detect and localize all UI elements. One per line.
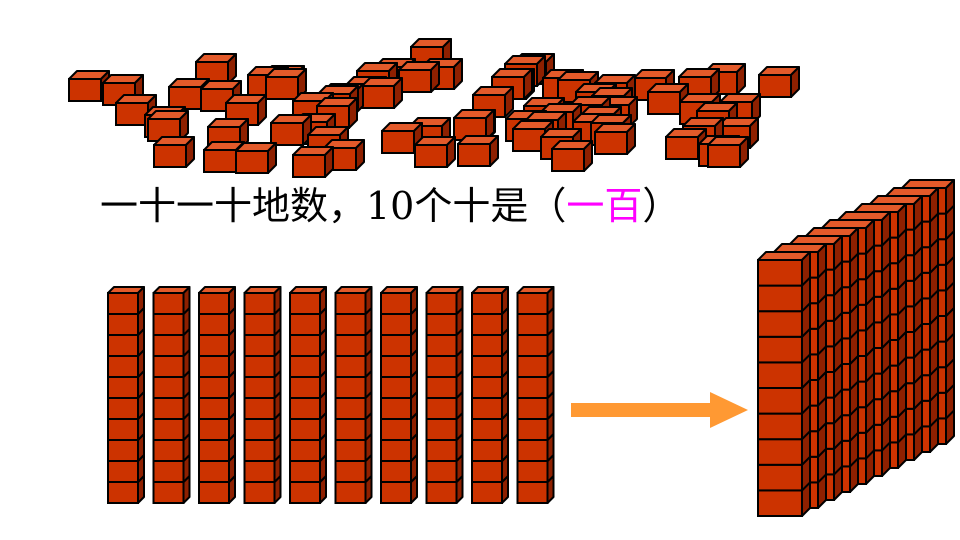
rod-cube	[425, 286, 464, 315]
unit-cube	[153, 136, 195, 168]
unit-cube	[414, 136, 456, 168]
unit-cube	[265, 68, 307, 100]
rod-cube	[380, 286, 418, 315]
ten-rod	[243, 286, 282, 504]
unit-cube	[381, 122, 423, 154]
ten-rod	[107, 286, 145, 504]
ten-rod	[425, 286, 464, 504]
ten-rod	[198, 286, 236, 504]
rod-cube	[516, 286, 555, 315]
rod-cube	[243, 286, 282, 315]
ten-rod	[289, 286, 327, 504]
ten-rod	[152, 286, 191, 504]
unit-cube	[292, 146, 334, 178]
caption-suffix: ）	[642, 184, 681, 228]
unit-cube	[361, 77, 403, 109]
loose-cubes-cluster	[68, 38, 800, 178]
flat-layer	[757, 251, 811, 517]
unit-cube	[225, 94, 267, 126]
unit-cube	[551, 140, 593, 172]
caption-answer: 一百	[566, 184, 643, 228]
unit-cube	[270, 114, 312, 146]
ten-rod	[334, 286, 373, 504]
rod-cube	[334, 286, 373, 315]
unit-cube	[398, 61, 440, 93]
caption-prefix: 一十一十地数，10个十是（	[100, 184, 567, 228]
unit-cube	[457, 135, 499, 167]
unit-cube	[472, 86, 514, 118]
ten-rod	[471, 286, 509, 504]
unit-cube	[647, 83, 689, 115]
arrow-right-icon	[571, 392, 748, 428]
rod-cube	[107, 286, 145, 315]
rod-cube	[289, 286, 327, 315]
ten-rod	[516, 286, 555, 504]
rod-cube	[152, 286, 191, 315]
rod-cube	[198, 286, 236, 315]
unit-cube	[707, 136, 749, 168]
counting-caption: 一十一十地数，10个十是（一百）	[100, 180, 680, 232]
rod-cube	[471, 286, 509, 315]
unit-cube	[235, 142, 277, 174]
unit-cube	[594, 123, 636, 155]
ten-rods	[107, 286, 555, 504]
flat-cube	[757, 251, 811, 287]
unit-cube	[758, 66, 800, 98]
ten-rod	[380, 286, 418, 504]
unit-cube	[453, 109, 495, 141]
hundred-flat	[757, 179, 955, 517]
